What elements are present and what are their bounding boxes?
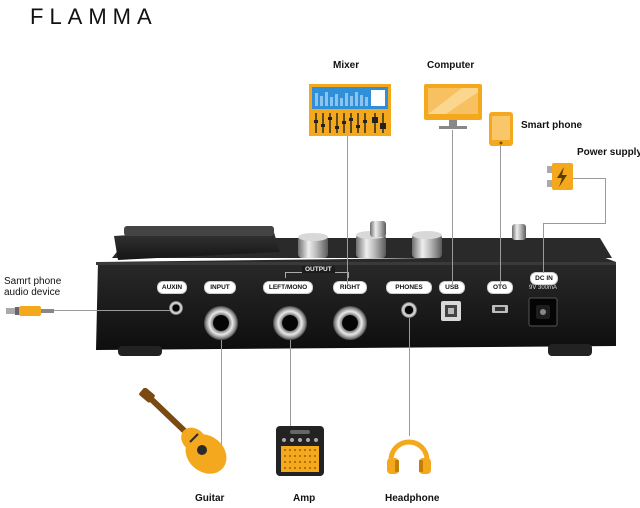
line-guitar — [221, 340, 222, 450]
otg-port — [492, 305, 508, 313]
guitar-icon — [139, 388, 227, 474]
label-amp: Amp — [293, 493, 316, 504]
label-audio-device-line2: audio device — [4, 287, 61, 298]
port-label-dc-in: DC IN — [530, 272, 558, 285]
label-smart-phone: Smart phone — [521, 120, 583, 131]
left-mono-jack — [273, 306, 307, 340]
usb-port — [441, 301, 461, 321]
line-mixer — [347, 135, 348, 285]
input-jack — [204, 306, 238, 340]
phones-jack — [401, 302, 417, 318]
label-headphone: Headphone — [385, 493, 440, 504]
label-guitar: Guitar — [195, 493, 225, 504]
footswitch — [370, 221, 526, 240]
line-headphone — [409, 318, 410, 436]
line-power-v2 — [543, 223, 544, 273]
port-label-left-mono: LEFT/MONO — [263, 281, 313, 294]
line-power-h2 — [543, 223, 606, 224]
rubber-feet — [118, 344, 592, 356]
dc-in-port — [528, 297, 558, 327]
knob-1 — [298, 233, 328, 258]
amp-icon — [276, 426, 324, 476]
line-amp — [290, 340, 291, 430]
expression-pedal — [114, 226, 280, 260]
port-label-auxin: AUXIN — [157, 281, 187, 294]
auxin-jack — [169, 301, 183, 315]
output-group-label: OUTPUT — [302, 266, 335, 273]
line-power-v — [605, 178, 606, 224]
port-label-input: INPUT — [204, 281, 236, 294]
port-label-right: RIGHT — [333, 281, 367, 294]
label-mixer: Mixer — [333, 60, 360, 71]
dc-rating: 9V 300mA — [529, 285, 558, 291]
power-supply-icon — [547, 163, 573, 190]
computer-icon — [424, 84, 482, 129]
right-jack — [333, 306, 367, 340]
label-power-supply: Power supply — [577, 147, 640, 158]
brand-logo: FLAMMA — [30, 4, 158, 29]
line-smartphone — [500, 145, 501, 284]
knob-3 — [412, 231, 442, 258]
smartphone-icon — [489, 112, 513, 146]
port-label-phones: PHONES — [386, 281, 432, 294]
label-computer: Computer — [427, 60, 475, 71]
headphone-icon — [387, 439, 431, 474]
mixer-icon — [309, 84, 391, 136]
line-audio-device — [52, 310, 170, 311]
line-computer — [452, 130, 453, 284]
label-audio-device-line1: Samrt phone — [4, 276, 62, 287]
aux-cable-icon — [6, 306, 54, 316]
line-power-h1 — [560, 178, 606, 179]
